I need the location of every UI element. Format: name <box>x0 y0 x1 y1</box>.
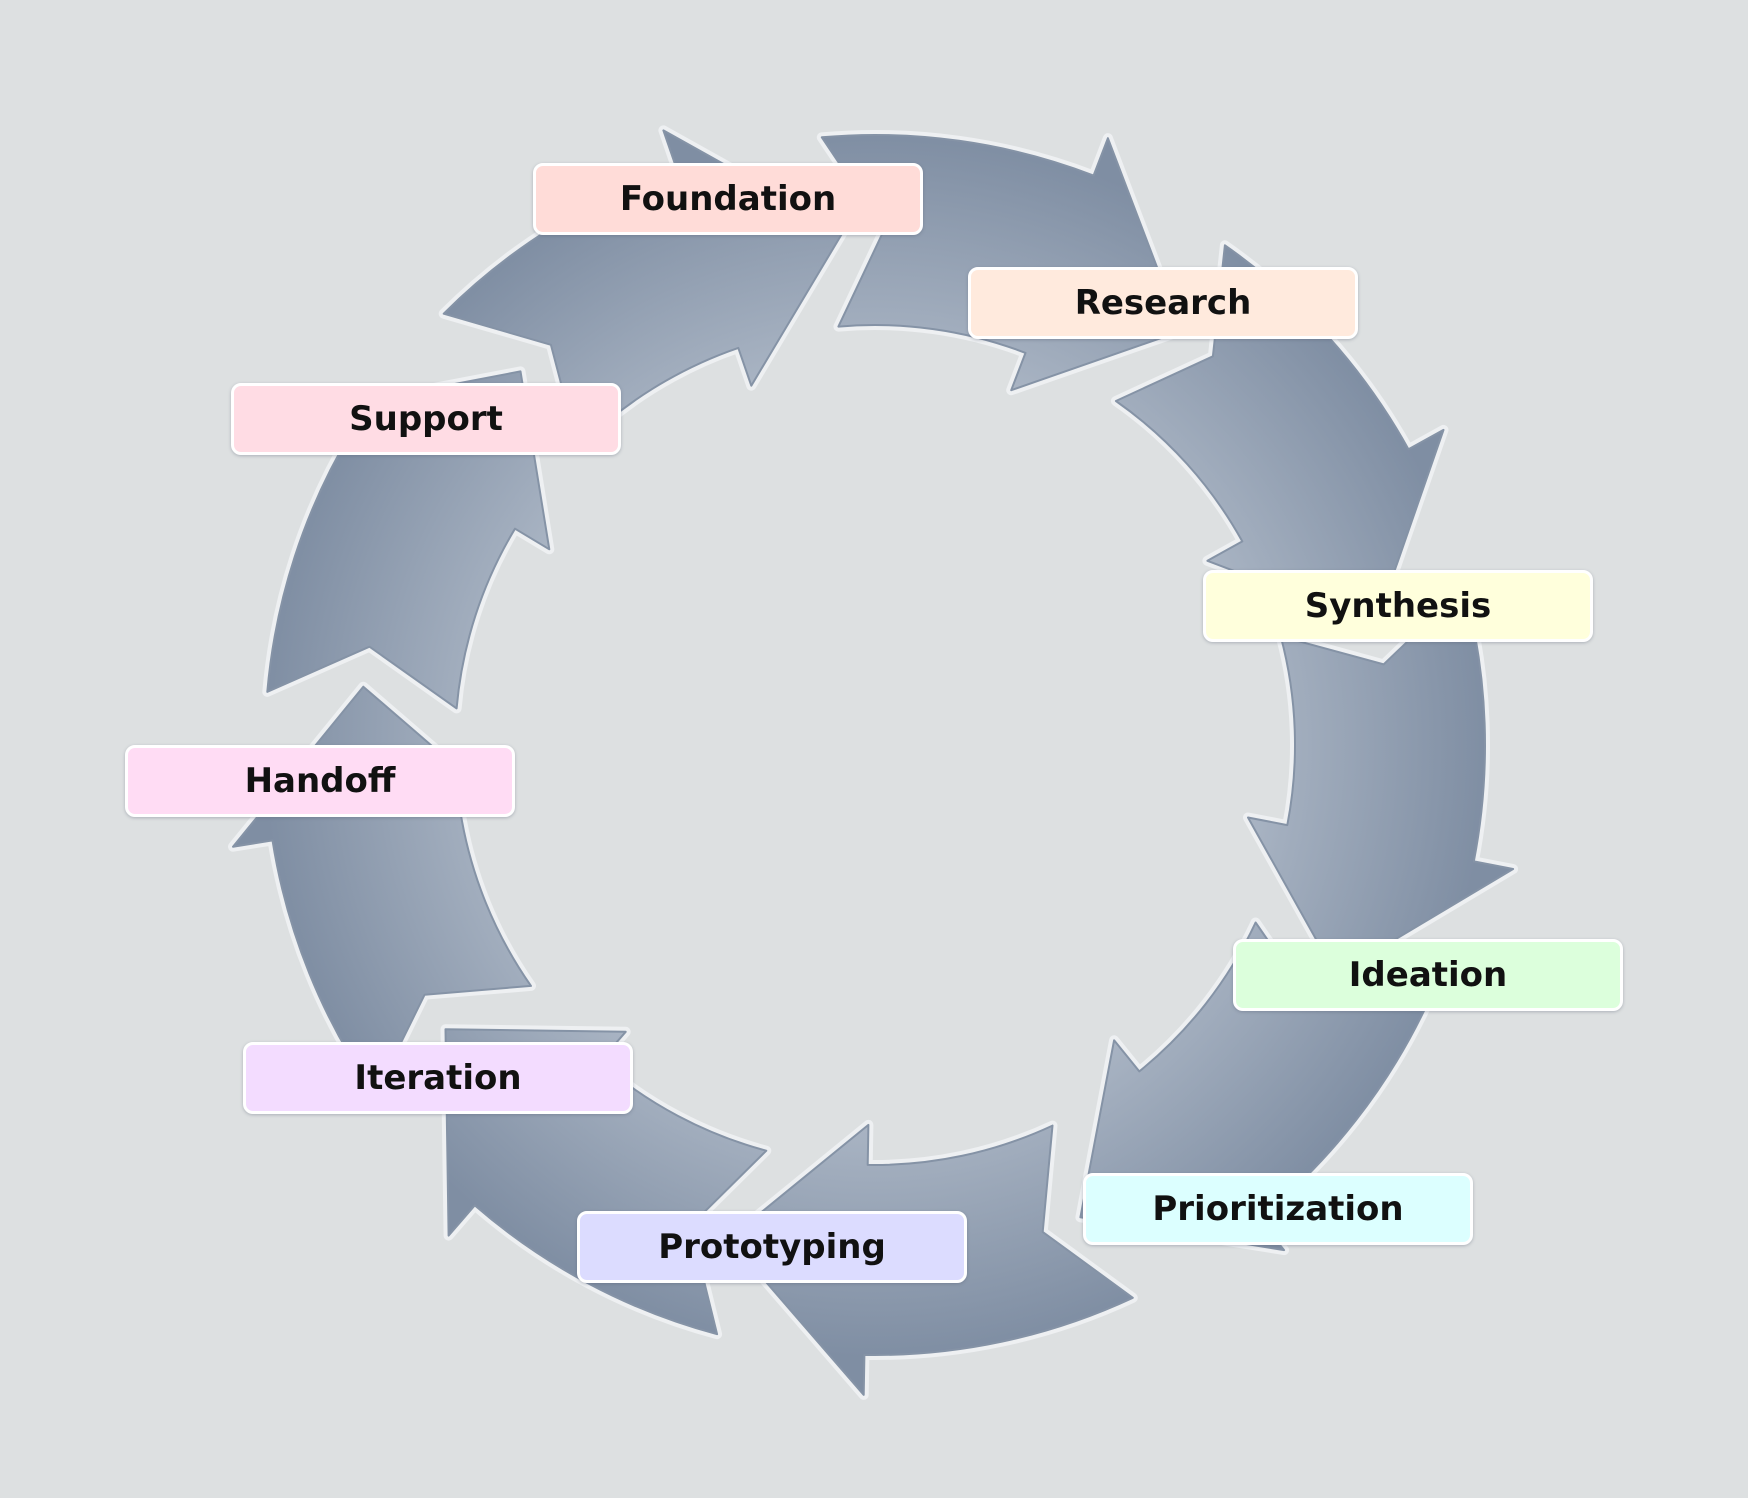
stage-label-ideation: Ideation <box>1233 939 1623 1011</box>
stage-label-research: Research <box>968 267 1358 339</box>
stage-label-foundation: Foundation <box>533 163 923 235</box>
arrow-segment <box>266 370 551 710</box>
arrow-segment <box>1247 586 1515 976</box>
stage-label-synthesis: Synthesis <box>1203 570 1593 642</box>
stage-label-prioritization: Prioritization <box>1083 1173 1473 1245</box>
stage-label-handoff: Handoff <box>125 745 515 817</box>
stage-label-support: Support <box>231 383 621 455</box>
stage-label-iteration: Iteration <box>243 1042 633 1114</box>
stage-label-prototyping: Prototyping <box>577 1211 967 1283</box>
